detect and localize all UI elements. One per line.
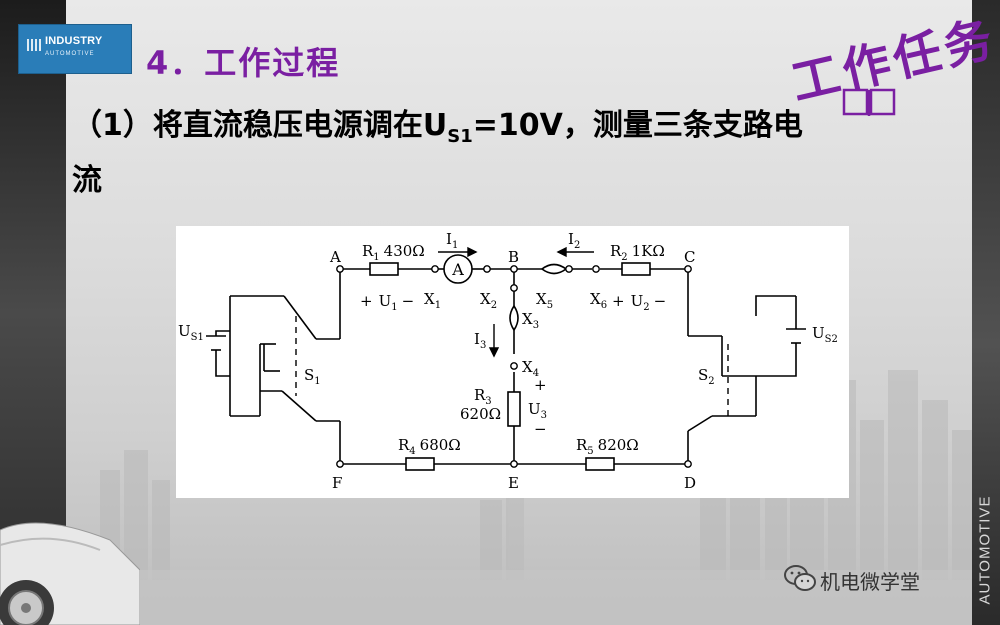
vertical-brand-text: AUTOMOTIVE [976,495,994,605]
label-x5: X5 [536,290,553,311]
logo: INDUSTRY AUTOMOTIVE [18,24,132,74]
label-s1: S1 [304,366,321,387]
task-suffix: =10V，测量三条支路电流 [72,108,803,198]
label-r3-value: 620Ω [460,405,501,423]
label-r3: R3 [474,386,492,407]
wechat-icon [784,565,816,591]
resistor-r5 [585,457,615,471]
watermark-text: 机电微学堂 [820,570,920,594]
car-image [0,522,140,625]
task-sub: S1 [447,126,473,147]
left-band [0,0,66,625]
label-x4: X4 [522,358,539,379]
ammeter-label: A [451,260,464,279]
label-u1: +U1− [360,292,414,313]
logo-main-text: INDUSTRY [45,35,103,47]
label-x2: X2 [480,290,497,311]
label-u3: U3 [528,400,547,421]
label-u3-minus: − [534,420,547,438]
node-a: A [329,248,341,266]
circuit-diagram: A A B C D E F [176,226,849,498]
task-description: （1）将直流稳压电源调在US1=10V，测量三条支路电流 [72,104,832,203]
label-us1: US1 [178,322,204,343]
node-c: C [684,248,695,266]
label-x1: X1 [424,290,441,311]
right-band [972,0,1000,625]
label-i2: I2 [568,230,580,251]
vertical-brand: AUTOMOTIVE [973,480,997,620]
node-b: B [508,248,519,266]
resistor-r2 [621,262,651,276]
node-f: F [332,474,342,492]
label-us2: US2 [812,324,838,345]
task-prefix: （1）将直流稳压电源调在U [72,108,448,143]
ammeter-icon [443,254,473,284]
logo-grid-icon [27,39,41,51]
page-title: 4．工作过程 [146,44,341,82]
resistor-r1 [369,262,399,276]
resistor-r4 [405,457,435,471]
node-e: E [508,474,519,492]
label-u3-plus: + [534,376,547,394]
label-i3: I3 [474,330,486,351]
label-u2: +U2− [612,292,666,313]
logo-sub-text: AUTOMOTIVE [45,51,95,57]
label-x6: X6 [590,290,607,311]
label-i1: I1 [446,230,458,251]
resistor-r3 [507,391,521,427]
label-s2: S2 [698,366,715,387]
node-d: D [684,474,696,492]
label-x3: X3 [522,310,539,331]
book-icon [842,88,896,116]
